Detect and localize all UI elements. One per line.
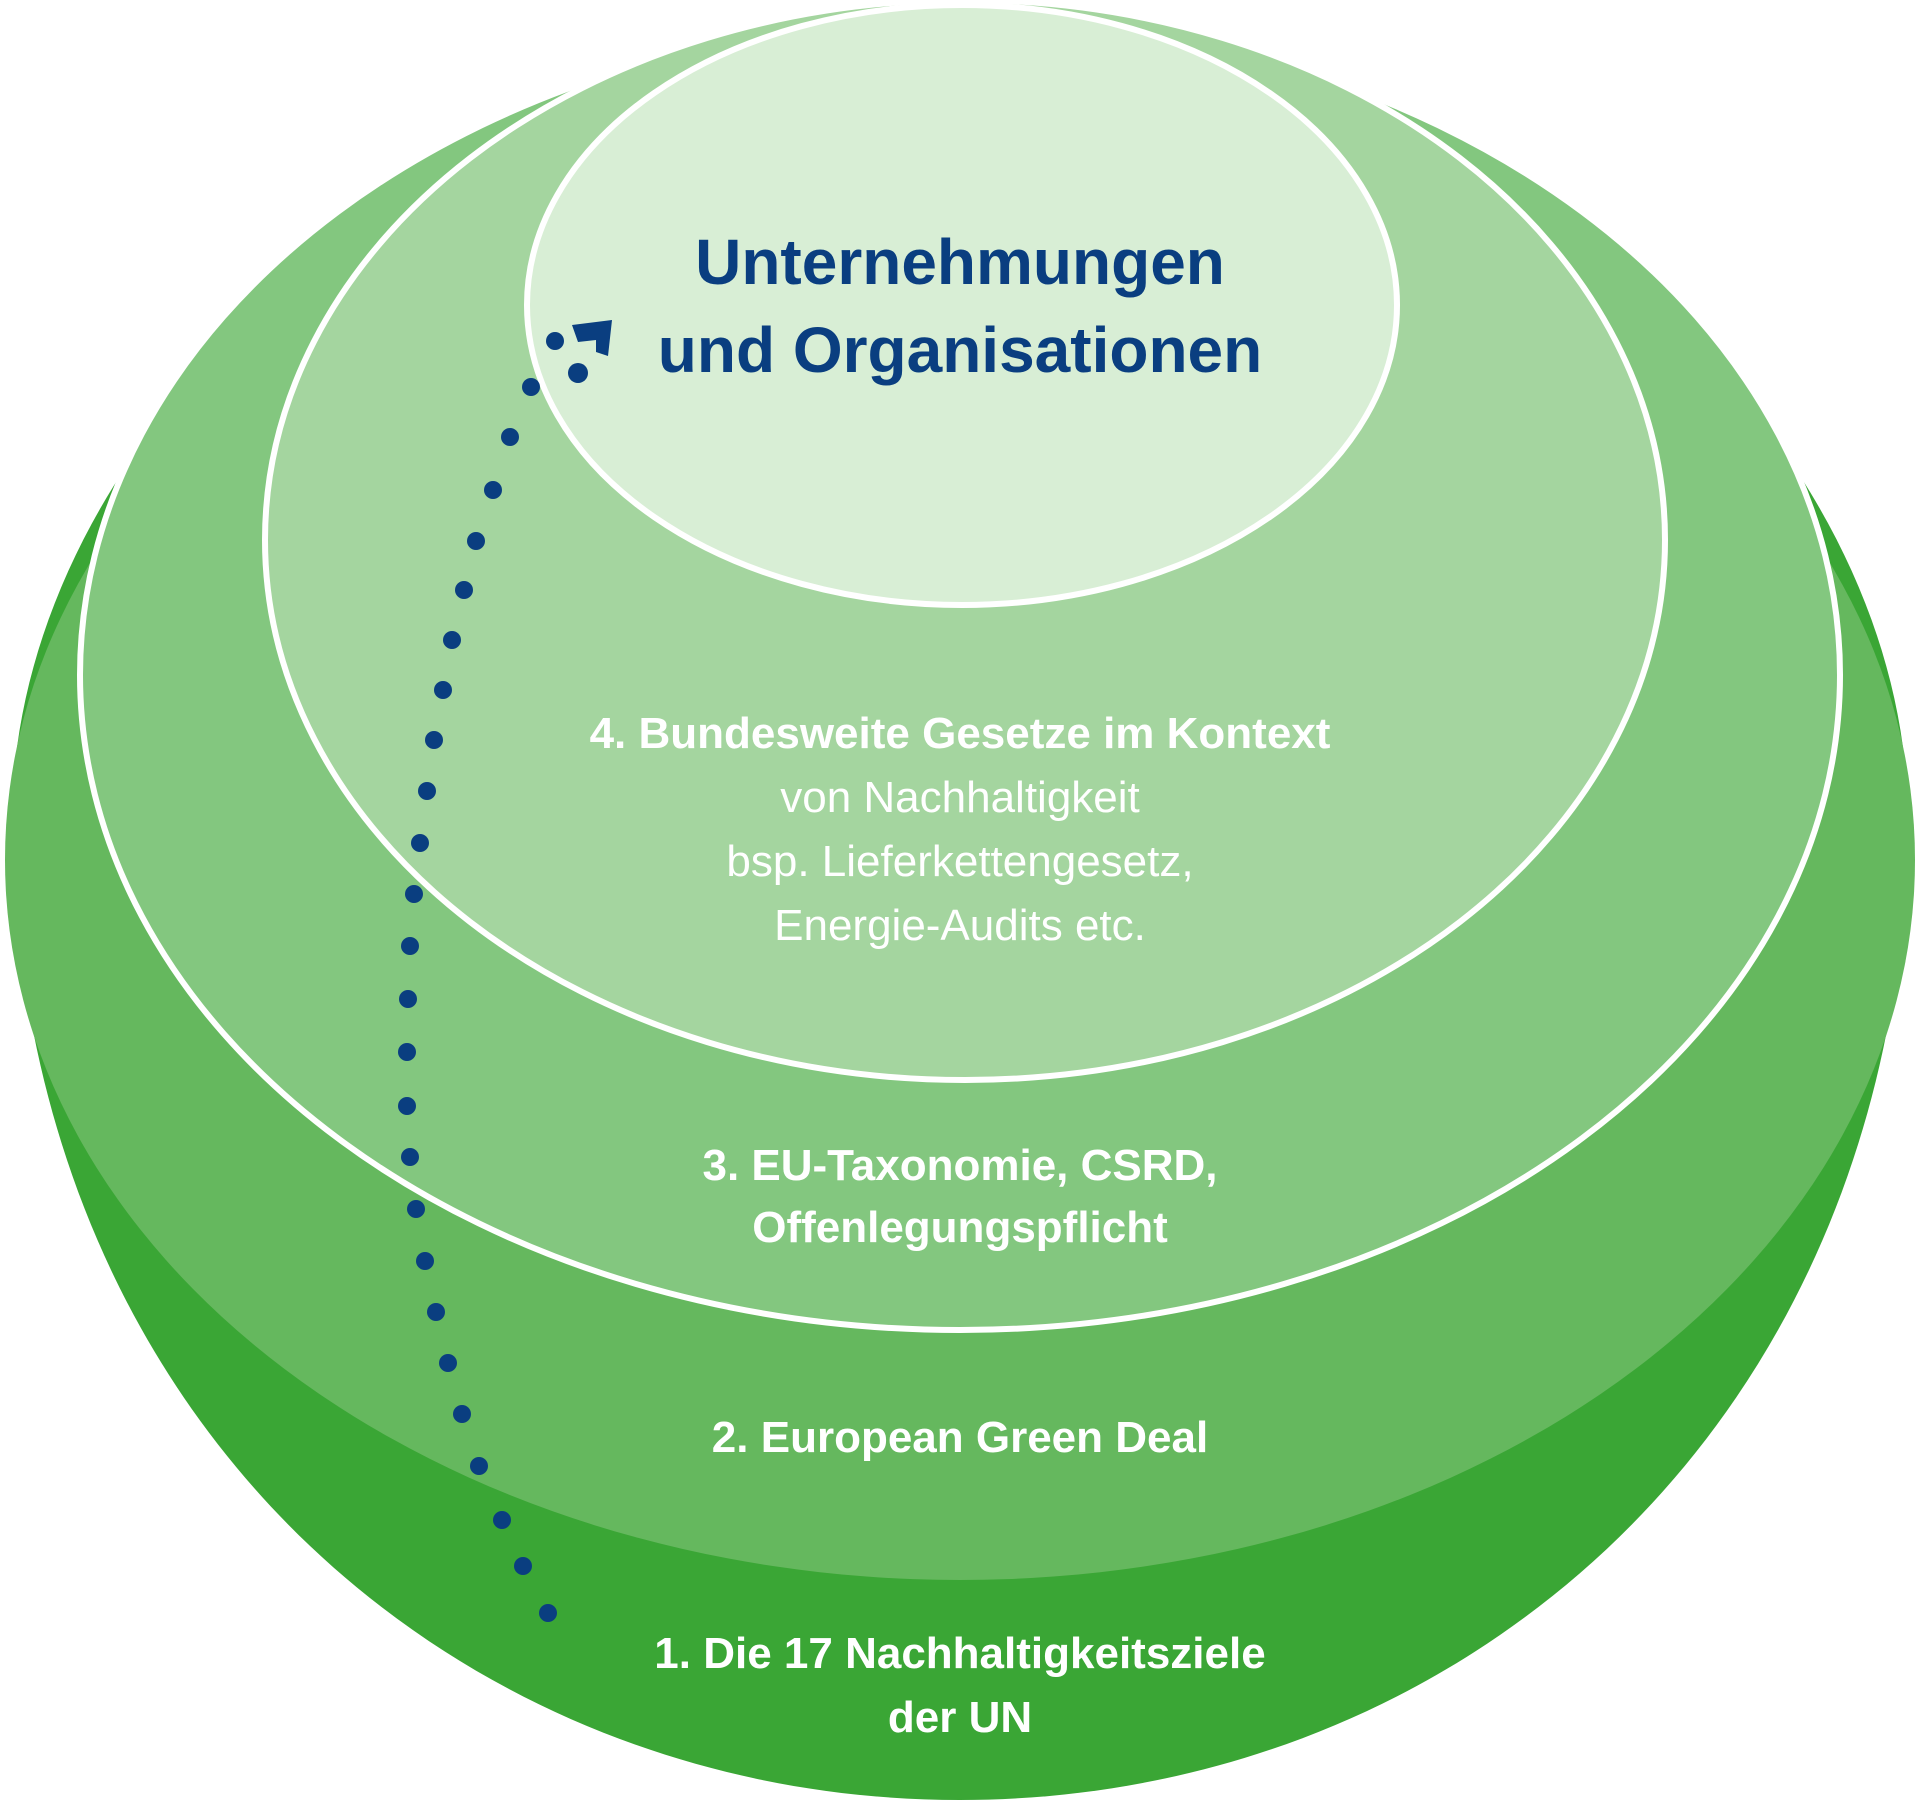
path-dot bbox=[467, 532, 485, 550]
core-title-line-2: und Organisationen bbox=[657, 314, 1263, 386]
path-dot bbox=[411, 834, 429, 852]
path-dot bbox=[522, 378, 540, 396]
layer-2-label: 2. European Green Deal bbox=[0, 1406, 1920, 1470]
path-dot bbox=[455, 581, 473, 599]
layer-3-title-1: 3. EU-Taxonomie, CSRD, bbox=[702, 1141, 1218, 1190]
path-dot bbox=[416, 1252, 434, 1270]
layer-1-label: 1. Die 17 Nachhaltigkeitsziele der UN bbox=[0, 1622, 1920, 1750]
layer-4-detail-2: bsp. Lieferkettengesetz, bbox=[726, 837, 1194, 886]
path-dot bbox=[539, 1604, 557, 1622]
path-dot bbox=[470, 1457, 488, 1475]
path-dot bbox=[401, 937, 419, 955]
path-dot bbox=[427, 1303, 445, 1321]
path-dot bbox=[401, 1148, 419, 1166]
layer-4-title: 4. Bundesweite Gesetze im Kontext bbox=[589, 709, 1331, 758]
path-dot bbox=[546, 332, 564, 350]
layer-2-title: 2. European Green Deal bbox=[711, 1413, 1209, 1462]
path-dot bbox=[501, 428, 519, 446]
path-dot bbox=[439, 1354, 457, 1372]
path-dot bbox=[434, 681, 452, 699]
path-dot bbox=[484, 481, 502, 499]
layer-4-detail-3: Energie-Audits etc. bbox=[774, 901, 1146, 950]
path-dot bbox=[398, 1043, 416, 1061]
core-title-line-1: Unternehmungen bbox=[695, 226, 1225, 298]
layer-4-label: 4. Bundesweite Gesetze im Kontext von Na… bbox=[0, 702, 1920, 958]
layer-4-detail-1: von Nachhaltigkeit bbox=[780, 773, 1140, 822]
dotted-path bbox=[398, 332, 564, 1622]
layer-1-title-2: der UN bbox=[887, 1693, 1033, 1742]
dotted-arrow-icon bbox=[568, 320, 612, 383]
path-dot bbox=[453, 1405, 471, 1423]
layer-3-label: 3. EU-Taxonomie, CSRD, Offenlegungspflic… bbox=[0, 1135, 1920, 1259]
core-title: Unternehmungen und Organisationen bbox=[0, 218, 1920, 394]
path-dot bbox=[493, 1511, 511, 1529]
path-dot bbox=[425, 731, 443, 749]
path-dot bbox=[407, 1200, 425, 1218]
path-dot bbox=[399, 990, 417, 1008]
path-dot bbox=[514, 1557, 532, 1575]
path-dot bbox=[418, 782, 436, 800]
layer-3-title-2: Offenlegungspflicht bbox=[752, 1203, 1168, 1252]
path-dot bbox=[443, 631, 461, 649]
core-shape bbox=[524, 2, 1400, 608]
path-dot bbox=[398, 1097, 416, 1115]
layer-1-title-1: 1. Die 17 Nachhaltigkeitsziele bbox=[654, 1629, 1266, 1678]
path-dot bbox=[405, 885, 423, 903]
